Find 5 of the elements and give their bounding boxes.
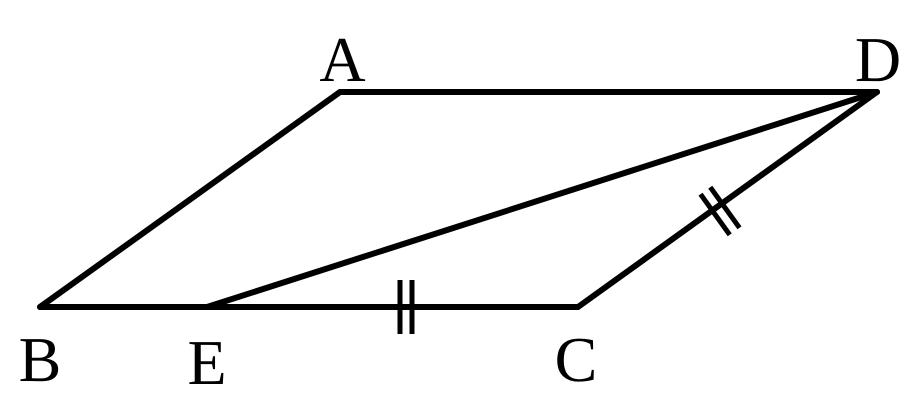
vertex-label: A [305,30,380,92]
vertex-label: C [540,307,612,392]
vertex-label: E [172,307,242,395]
vertex-label: D [842,30,914,92]
vertex-label: B [5,307,75,392]
